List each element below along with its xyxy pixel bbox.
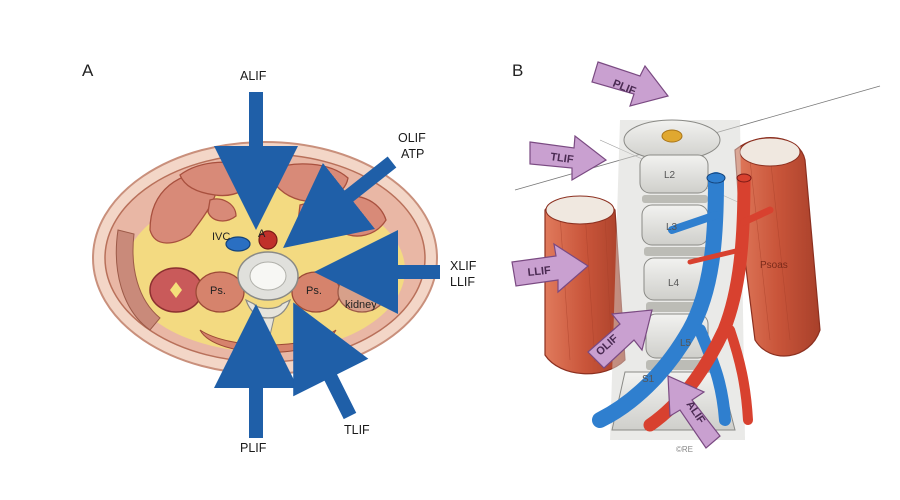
iliac-vein-right: [694, 324, 731, 426]
label-l4: L4: [668, 278, 680, 289]
label-olif-a: OLIF: [398, 131, 426, 145]
label-kidney-letter: L: [352, 281, 358, 293]
label-l5: L5: [680, 338, 692, 349]
psoas-muscles: [544, 137, 821, 375]
label-plif-a: PLIF: [240, 441, 267, 455]
arrow-tlif-a: [293, 302, 369, 420]
label-aorta: A: [258, 228, 266, 240]
label-alif-a: ALIF: [240, 69, 267, 83]
arrow-llif-b: [511, 242, 589, 294]
spinal-cord: [661, 129, 683, 143]
label-atp-a: ATP: [401, 147, 424, 161]
arrow-plif-b: [591, 61, 670, 107]
arrow-olif-b: [587, 309, 653, 369]
panel-a-letter: A: [82, 61, 94, 80]
label-psoas-left: Ps.: [210, 285, 226, 297]
cross-section: [92, 141, 438, 375]
label-psoas-b: Psoas: [760, 260, 788, 271]
arrow-olif-a: [283, 156, 397, 249]
label-xlif-a: XLIF: [450, 259, 477, 273]
label-psoas-right: Ps.: [306, 285, 322, 297]
ivc-iliac-vein-left: [592, 172, 724, 428]
label-l2: L2: [664, 170, 676, 181]
vertebra-l2: [639, 154, 709, 194]
colon-strip: [115, 229, 161, 331]
aorta-vessel: [258, 230, 278, 250]
approach-arrows-b: [511, 61, 721, 449]
label-llif-a: LLIF: [450, 275, 475, 289]
arrow-tlif-b: [529, 134, 608, 182]
label-tlif-b: TLIF: [550, 151, 575, 166]
label-l3: L3: [666, 222, 678, 233]
approach-arrows-a: [214, 92, 440, 438]
label-kidney: kidney: [345, 299, 377, 311]
iliac-artery-right: [725, 325, 753, 425]
label-llif-b: LLIF: [527, 265, 552, 279]
panel-a: A: [82, 61, 477, 455]
panel-b-letter: B: [512, 61, 523, 80]
panel-b: B: [511, 61, 881, 454]
label-s1: S1: [642, 374, 655, 385]
label-tlif-a: TLIF: [344, 423, 370, 437]
arrow-alif-b: [667, 375, 721, 449]
label-ivc: IVC: [212, 231, 230, 243]
ivc-vessel: [225, 236, 251, 252]
illustrator-signature: ©RE: [676, 445, 693, 454]
